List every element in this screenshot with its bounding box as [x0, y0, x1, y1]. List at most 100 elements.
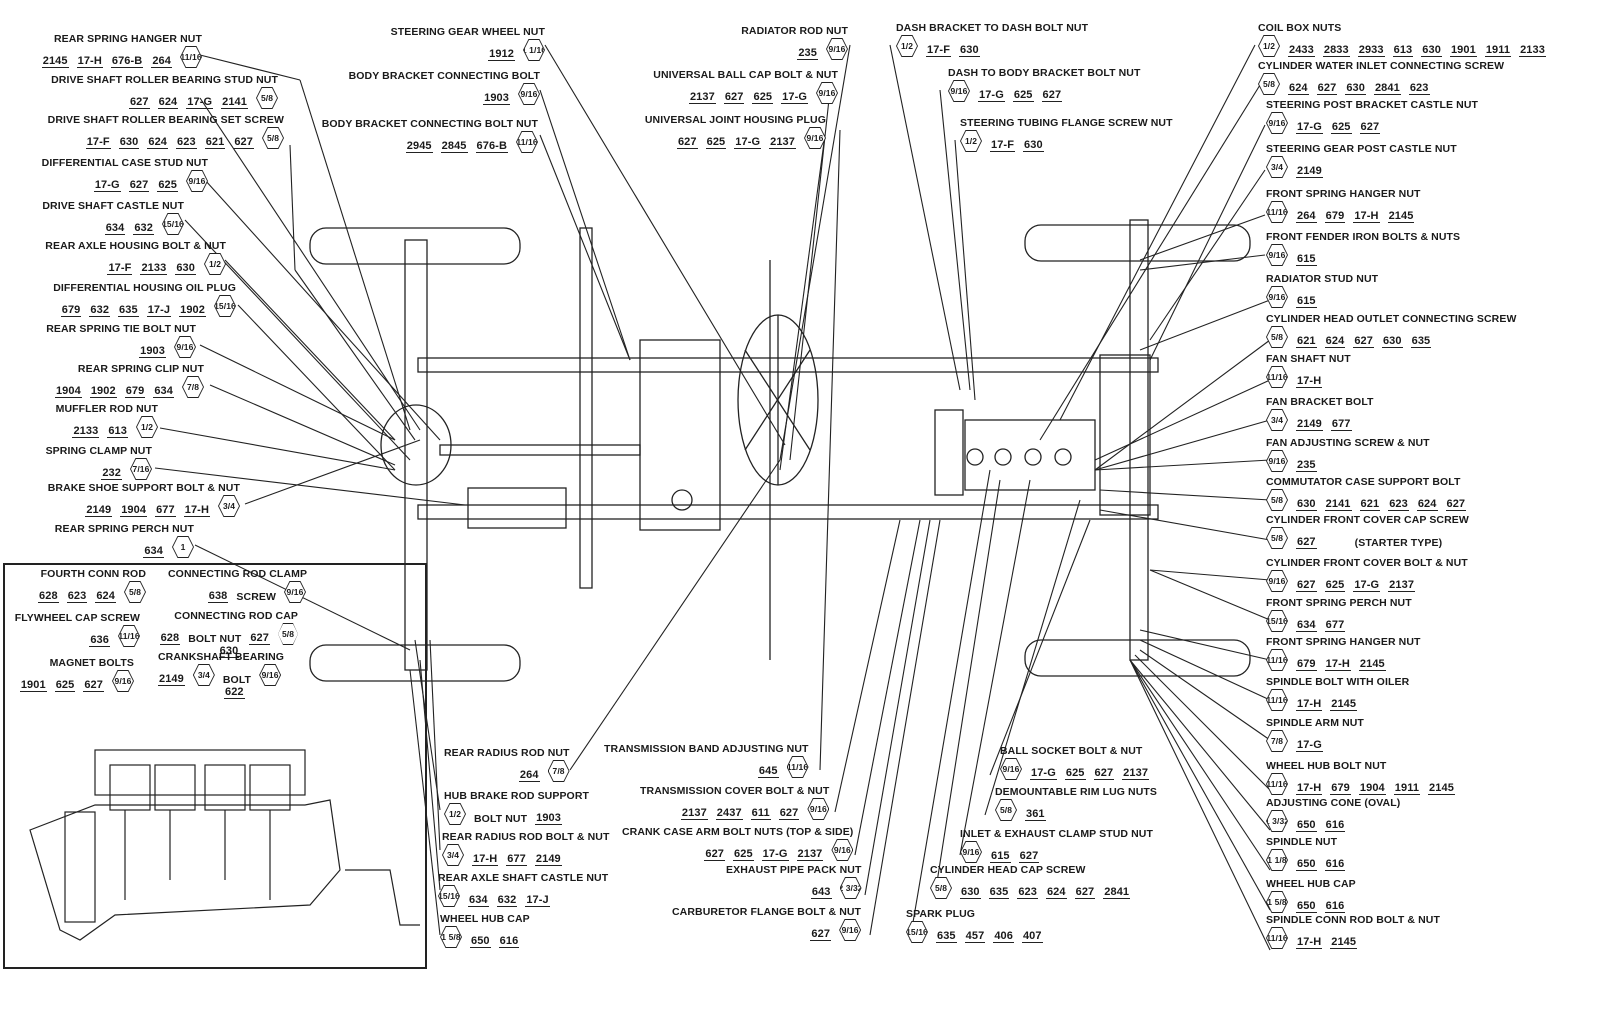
hex-nut-size-icon: 11/16 — [516, 131, 538, 153]
tool-number: 17-G — [761, 848, 789, 861]
hex-nut-size-icon: 3/4 — [218, 495, 240, 517]
tool-number: 643 — [810, 886, 832, 899]
tool-number: 17-H — [1296, 782, 1323, 795]
tool-number: 627 — [778, 807, 800, 820]
tool-number: 624 — [1288, 82, 1309, 95]
tool-number: 17-J — [525, 894, 550, 907]
label-universal-ball-cap-bolt-nut: UNIVERSAL BALL CAP BOLT & NUT 2137 627 6… — [653, 69, 838, 104]
engine-inset-frame — [3, 563, 427, 969]
tool-number: 627 — [128, 96, 150, 109]
tool-number: 627 — [810, 928, 832, 941]
tool-number: 613 — [107, 425, 128, 438]
tool-number: 615 — [990, 850, 1011, 863]
label-crankshaft-bearing: CRANKSHAFT BEARING 2149 3/4 BOLT 9/16 62… — [158, 651, 285, 699]
tool-number: 634 — [143, 545, 164, 558]
tool-number: 1903 — [535, 812, 562, 825]
tool-number: 2137 — [796, 848, 824, 861]
tool-number: 1903 — [139, 345, 166, 358]
hex-nut-size-icon: 3/4 — [1266, 156, 1288, 178]
muffler — [467, 487, 567, 529]
tool-number: 611 — [750, 807, 771, 820]
tool-number: 679 — [1330, 782, 1351, 795]
hex-nut-size-icon: 2 3/32 — [839, 877, 862, 899]
tool-number: 632 — [133, 222, 154, 235]
hex-nut-size-icon: 11/16 — [118, 625, 140, 647]
frame-rail-top — [417, 357, 1159, 373]
tool-number: 616 — [1324, 858, 1346, 871]
tool-number: 17-F — [107, 262, 133, 275]
tool-number: 2433 — [1288, 44, 1315, 57]
tool-number: 2133 — [140, 262, 168, 275]
hex-nut-size-icon: 5/8 — [1266, 326, 1288, 348]
tool-number: 627 — [249, 632, 270, 645]
hex-nut-size-icon: 9/16 — [1266, 112, 1288, 134]
label-rear-spring-clip-nut: REAR SPRING CLIP NUT 1904 1902 679 634 7… — [54, 363, 204, 398]
tool-number: 624 — [1324, 335, 1346, 348]
tool-number: 17-F — [926, 44, 952, 57]
tool-number: 1901 — [19, 679, 47, 692]
tool-number: 630 — [118, 136, 140, 149]
label-rear-axle-housing-bolt-nut: REAR AXLE HOUSING BOLT & NUT 17-F 2133 6… — [45, 240, 226, 275]
tool-number: 2145 — [1358, 658, 1386, 671]
hex-nut-size-icon: 9/16 — [826, 38, 848, 60]
tool-number: 361 — [1025, 808, 1046, 821]
tool-number: 627 — [704, 848, 726, 861]
hex-nut-size-icon: 1 3/32 — [1266, 810, 1288, 832]
tool-number: 1911 — [1484, 44, 1512, 57]
tool-number: 2833 — [1322, 44, 1350, 57]
hex-nut-size-icon: 9/16 — [284, 581, 306, 603]
tool-number: 2933 — [1357, 44, 1385, 57]
label-crank-case-arm-bolt-nuts-top-side: CRANK CASE ARM BOLT NUTS (TOP & SIDE)627… — [622, 826, 854, 861]
hex-nut-size-icon: 5/8 — [124, 581, 146, 603]
tool-number: 635 — [936, 930, 957, 943]
tool-number: 627 — [128, 179, 150, 192]
hex-nut-size-icon: 9/16 — [1266, 286, 1288, 308]
tool-number: 17-G — [978, 89, 1005, 102]
tool-number: 677 — [1324, 619, 1346, 632]
tool-number: 616 — [1324, 900, 1346, 913]
tool-number: 624 — [157, 96, 179, 109]
tool-number: 2133 — [72, 425, 100, 438]
tool-number: 625 — [733, 848, 754, 861]
hex-nut-size-icon: 5/8 — [262, 127, 284, 149]
tool-number: 17-G — [734, 136, 762, 149]
tool-number: 17-F — [990, 139, 1016, 152]
tool-number: 2149 — [158, 673, 185, 686]
hex-nut-size-icon: 9/16 — [960, 841, 982, 863]
tool-number: 17-G — [1296, 739, 1323, 752]
tool-number: 623 — [66, 590, 88, 603]
label-rear-spring-tie-bolt-nut: REAR SPRING TIE BOLT NUT 1903 9/16 — [46, 323, 196, 358]
tool-number: 2145 — [1330, 698, 1358, 711]
tool-number: 625 — [54, 679, 76, 692]
tool-number: 2145 — [1387, 210, 1415, 223]
tool-number: 17-H — [1296, 936, 1323, 949]
tool-number: 623 — [1017, 886, 1038, 899]
tool-number: 630 — [175, 262, 196, 275]
rear-wheel-top — [309, 227, 521, 265]
tool-number: 624 — [1416, 498, 1438, 511]
hex-nut-size-icon: 1/2 — [136, 416, 158, 438]
tool-number: 621 — [1359, 498, 1381, 511]
tool-number: 17-F — [85, 136, 111, 149]
